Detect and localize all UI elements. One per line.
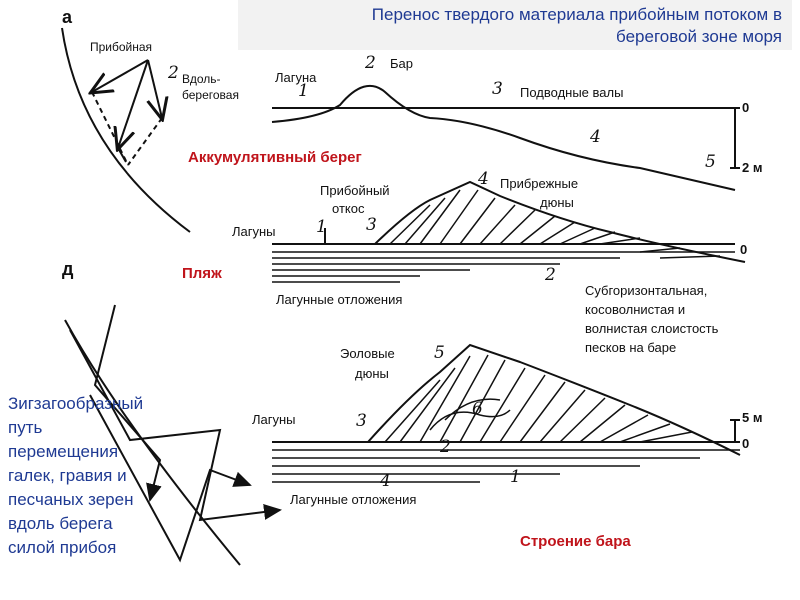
surf-flow-label: Прибойная [90,40,153,54]
top-lagoon-number: 1 [298,81,309,101]
surf-arrow-1 [92,59,149,92]
top-bar-number: 2 [365,53,376,73]
top-lagoon-label: Лагуна [275,70,317,85]
top-profile [271,84,740,191]
bar-structure-caption: Строение бара [520,533,631,550]
top-depth-2m: 2 м [742,160,763,175]
bottom-lagoons-label: Лагуны [252,412,296,427]
bottom-level-zero: 0 [742,436,750,451]
middle-level-zero: 0 [740,242,748,257]
zigzag-line-4: галек, гравия и [8,466,127,485]
middle-number-4: 4 [478,169,489,189]
middle-number-1: 1 [316,217,327,237]
accumulative-shore-caption: Аккумулятивный берег [188,149,362,166]
middle-lagoons-label: Лагуны [232,224,276,239]
top-depth-zero: 0 [742,100,750,115]
bottom-number-4: 4 [380,471,391,491]
panel-letter-a: а [62,7,73,27]
surf-arrow-2 [118,59,149,148]
zigzag-line-5: песчаных зерен [8,490,134,509]
longshore-arrow-3 [117,147,127,163]
longshore-number: 2 [168,63,179,83]
bedding-label-3: волнистая слоистость [585,321,719,336]
surf-slope-label-2: откос [332,201,365,216]
surf-arrow-3 [148,59,162,118]
title-line-1: Перенос твердого материала прибойным пот… [371,5,782,24]
zigzag-path-2 [69,329,282,522]
aeolian-dunes-label-2: дюны [355,366,389,381]
underwater-ridges-label: Подводные валы [520,85,624,100]
top-number-3: 3 [492,79,503,99]
bottom-number-5: 5 [434,343,445,363]
zigzag-line-2: путь [8,418,43,437]
panel-a-shore-diagram [61,27,191,233]
beach-caption: Пляж [182,265,222,282]
bedding-label-1: Субгоризонтальная, [585,283,708,298]
zigzag-line-6: вдоль берега [8,514,113,533]
bottom-number-1: 1 [510,467,521,487]
bedding-label-4: песков на баре [585,340,677,355]
longshore-label-1: Вдоль- [182,72,221,86]
title-line-2: береговой зоне моря [616,27,782,46]
longshore-label-2: береговая [182,88,239,102]
panel-d-zigzag [64,304,282,566]
bottom-number-3: 3 [356,411,367,431]
top-bottom-profile [271,84,736,191]
zigzag-path-3 [89,394,252,563]
middle-lagoon-deposits-label: Лагунные отложения [276,292,403,307]
bottom-scale-5m: 5 м [742,410,763,425]
zigzag-path-1 [93,304,162,502]
top-number-5: 5 [705,152,716,172]
title-box: Перенос твердого материала прибойным пот… [238,0,792,50]
longshore-arrow-2 [127,117,163,166]
zigzag-description: Зигзагообразный путь перемещения галек, … [8,392,198,560]
middle-number-2: 2 [545,265,556,285]
bottom-number-2: 2 [440,437,451,457]
coastal-dunes-label-2: дюны [540,195,574,210]
longshore-arrow-1 [91,91,129,166]
middle-number-3: 3 [366,215,377,235]
middle-profile [272,180,746,283]
surf-slope-label-1: Прибойный [320,183,390,198]
bottom-profile [272,343,741,483]
coastal-dunes-label-1: Прибрежные [500,176,579,191]
bedding-label-2: косоволнистая и [585,302,686,317]
top-bar-label: Бар [390,56,413,71]
middle-dune-outline [374,180,746,263]
bottom-bar-outline [367,343,741,456]
bottom-lagoon-deposits-label: Лагунные отложения [290,492,417,507]
zigzag-line-7: силой прибоя [8,538,117,557]
aeolian-dunes-label-1: Эоловые [340,346,395,361]
zigzag-line-1: Зигзагообразный [8,394,144,413]
top-number-4: 4 [590,127,601,147]
shoreline-curve [61,27,191,233]
bottom-number-6: 6 [472,399,483,419]
panel-letter-d: д [62,259,74,279]
zigzag-line-3: перемещения [8,442,119,461]
